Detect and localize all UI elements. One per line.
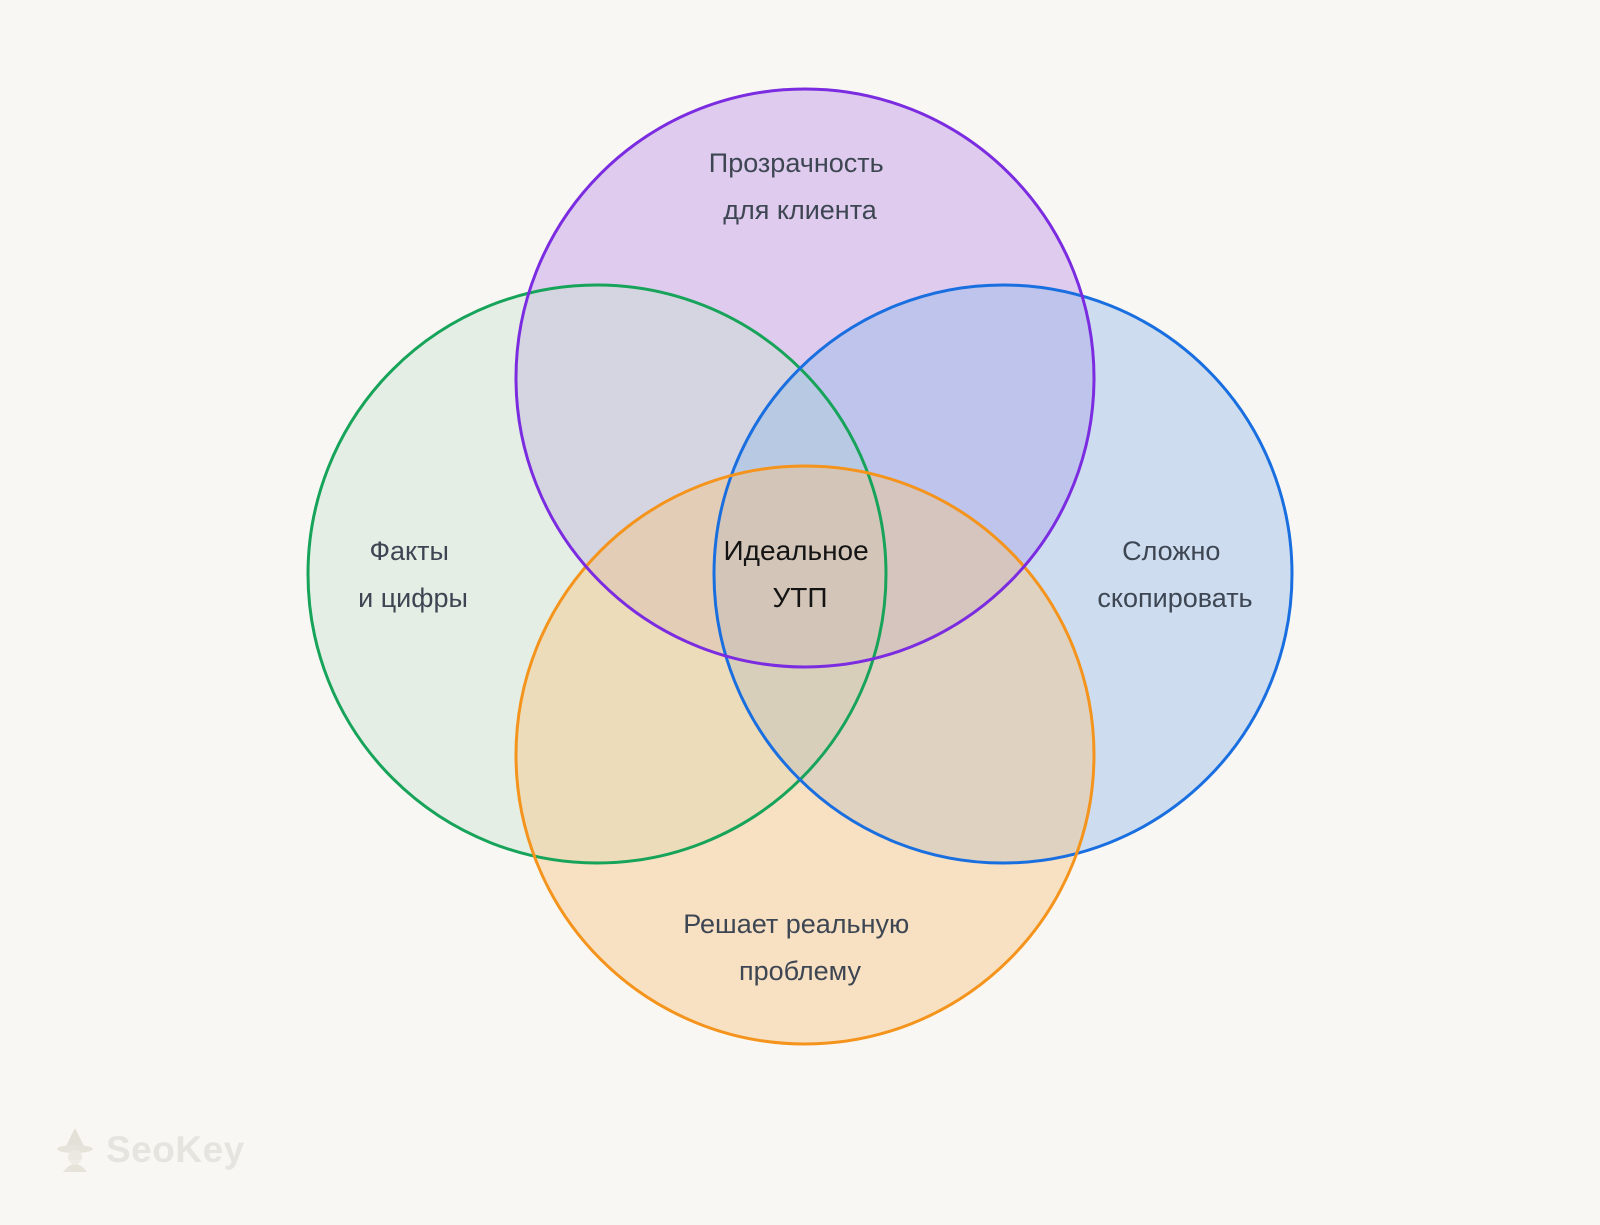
label-transparency: Прозрачность для клиента [709, 148, 891, 225]
label-facts: Факты и цифры [358, 536, 468, 613]
label-ideal-usp-line-1: Идеальное [724, 535, 869, 566]
label-ideal-usp-line-2: УТП [772, 582, 827, 613]
label-ideal-usp: Идеальное УТП [724, 535, 877, 613]
circle-outlines [306, 87, 1294, 1046]
circle-copy [714, 285, 1292, 863]
circle-fills [308, 89, 1292, 1044]
circle-transparency [516, 89, 1094, 667]
watermark-text: SeoKey [106, 1129, 245, 1170]
label-facts-line-2: и цифры [358, 583, 468, 613]
label-copy-line-2: скопировать [1097, 583, 1252, 613]
label-copy-line-1: Сложно [1122, 536, 1220, 566]
label-transparency-line-1: Прозрачность [709, 148, 884, 178]
seokey-watermark: SeoKey [54, 1126, 245, 1174]
label-problem-line-2: проблему [739, 956, 862, 986]
label-problem-line-1: Решает реальную [683, 909, 909, 939]
circle-labels: Прозрачность для клиента Факты и цифры С… [358, 148, 1253, 986]
circle-problem [516, 466, 1094, 1044]
label-facts-line-1: Факты [370, 536, 449, 566]
label-problem: Решает реальную проблему [683, 909, 917, 986]
circle-problem-outline [514, 464, 1096, 1046]
circle-facts-outline [306, 283, 888, 865]
label-transparency-line-2: для клиента [723, 195, 878, 225]
circle-facts [308, 285, 886, 863]
label-copy: Сложно скопировать [1097, 536, 1252, 613]
circle-transparency-outline [514, 87, 1096, 669]
wizard-icon [57, 1128, 93, 1172]
circle-copy-outline [712, 283, 1294, 865]
